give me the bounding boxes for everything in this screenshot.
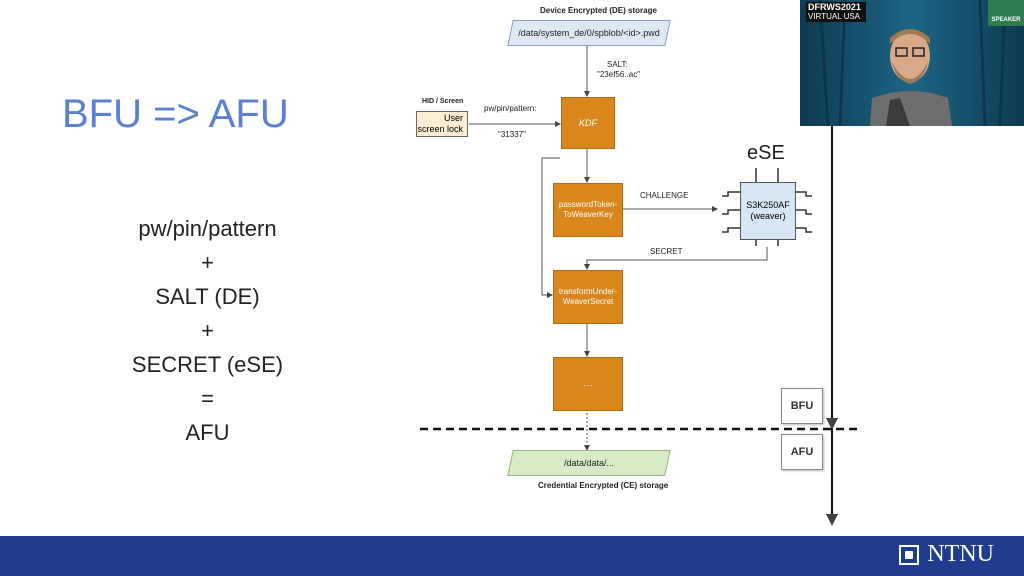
challenge-label: CHALLENGE	[640, 191, 689, 200]
formula: pw/pin/pattern + SALT (DE) + SECRET (eSE…	[120, 212, 295, 450]
afu-label: AFU	[790, 446, 814, 458]
salt-label: SALT:	[607, 60, 628, 69]
formula-line: +	[201, 318, 214, 343]
ce-path-box: /data/data/...	[507, 450, 671, 476]
slide-title: BFU => AFU	[62, 92, 289, 136]
hid-label: HID / Screen	[422, 98, 464, 105]
token-line2: ToWeaverKey	[563, 210, 613, 219]
formula-line: +	[201, 250, 214, 275]
user-lock-line1: User	[443, 113, 463, 123]
formula-line: =	[201, 386, 214, 411]
token-box: passwordToken- ToWeaverKey	[553, 183, 623, 237]
ellipsis-label: ....	[583, 379, 593, 388]
formula-line: pw/pin/pattern	[138, 216, 277, 241]
speaker-tag: SPEAKER	[988, 0, 1024, 26]
weaver-chip: S3K250AF (weaver)	[740, 182, 796, 240]
formula-line: SALT (DE)	[155, 284, 260, 309]
secret-label: SECRET	[650, 247, 683, 256]
de-path: /data/system_de/0/spblob/<id>.pwd	[518, 28, 660, 38]
chip-line1: S3K250AF	[746, 200, 790, 210]
chip-line2: (weaver)	[750, 211, 786, 221]
formula-line: AFU	[185, 420, 230, 445]
kdf-label: KDF	[579, 118, 597, 128]
badge-line2: VIRTUAL USA	[808, 12, 861, 21]
transform-box: transformUnder- WeaverSecret	[553, 270, 623, 324]
de-path-box: /data/system_de/0/spblob/<id>.pwd	[507, 20, 671, 46]
dfrws-badge: DFRWS2021 VIRTUAL USA	[806, 2, 866, 22]
ntnu-logo-text: NTNU	[927, 541, 994, 567]
bfu-box: BFU	[781, 388, 823, 424]
badge-line1: DFRWS2021	[808, 2, 861, 12]
footer-bar	[0, 536, 1024, 576]
afu-box: AFU	[781, 434, 823, 470]
ese-label: eSE	[747, 142, 785, 164]
pw-value: "31337"	[498, 130, 526, 139]
transform-line2: WeaverSecret	[562, 297, 614, 306]
salt-value: "23ef56..ac"	[597, 70, 641, 79]
ntnu-logo: NTNU	[899, 541, 994, 568]
next-step-box: ....	[553, 357, 623, 411]
ce-storage-label: Credential Encrypted (CE) storage	[538, 481, 669, 490]
transform-line1: transformUnder-	[558, 287, 618, 296]
bfu-label: BFU	[790, 400, 814, 412]
ntnu-logo-icon	[899, 544, 920, 565]
token-line1: passwordToken-	[558, 200, 618, 209]
de-storage-label: Device Encrypted (DE) storage	[540, 6, 657, 15]
kdf-box: KDF	[561, 97, 615, 149]
ce-path: /data/data/...	[563, 458, 615, 468]
pw-label: pw/pin/pattern:	[484, 104, 537, 113]
user-lock-line2: screen lock	[417, 124, 463, 134]
user-screen-lock-box: User screen lock	[416, 111, 468, 137]
formula-line: SECRET (eSE)	[131, 352, 284, 377]
